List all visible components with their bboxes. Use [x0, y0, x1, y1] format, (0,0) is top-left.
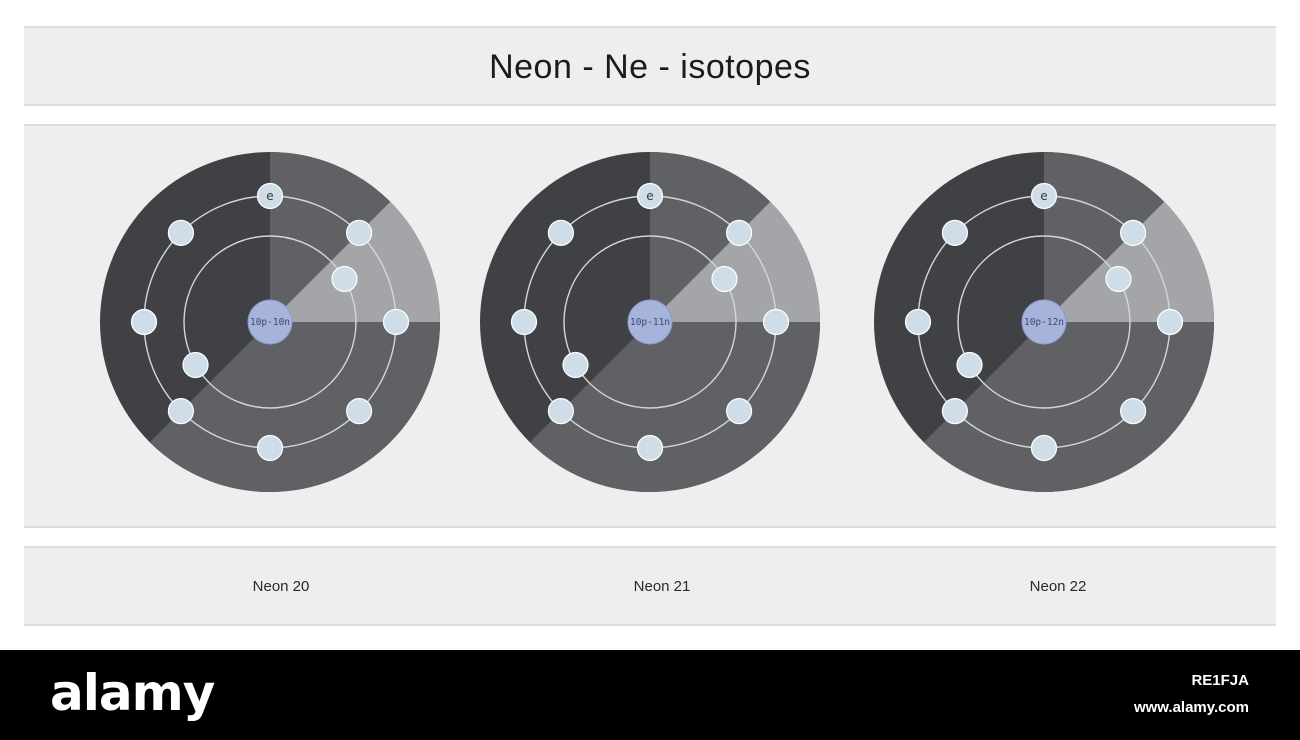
electron [345, 397, 373, 425]
electron [382, 308, 410, 336]
electron [256, 182, 284, 210]
stock-footer-bar: alamy RE1FJA www.alamy.com [0, 650, 1300, 740]
nucleus-label: 10p-11n [630, 317, 670, 328]
electron [345, 219, 373, 247]
nucleus-label: 10p-10n [250, 317, 290, 328]
electron [904, 308, 932, 336]
inner-orbit [183, 235, 357, 409]
shade-sector [650, 152, 771, 322]
electron-symbol: e [266, 189, 273, 203]
electron [941, 219, 969, 247]
electron [562, 351, 589, 379]
electron [956, 351, 983, 379]
nucleus [247, 299, 293, 345]
atom-diagram-neon-21: 10p-11n e [478, 150, 822, 494]
electron [725, 219, 753, 247]
electron [182, 351, 209, 379]
electron [711, 265, 738, 293]
inner-orbit [563, 235, 737, 409]
electron [1030, 434, 1058, 462]
light-sector [1044, 201, 1214, 322]
nucleus [627, 299, 673, 345]
electron [941, 397, 969, 425]
electron [1105, 265, 1132, 293]
atoms-panel: 10p-10n e 10p-11n e 10p-12n e [24, 124, 1276, 528]
labels-panel: Neon 20 Neon 21 Neon 22 [24, 546, 1276, 626]
shade-sector [270, 152, 391, 322]
isotope-label-neon-22: Neon 22 [1029, 578, 1087, 595]
atom-svg: 10p-12n e [874, 152, 1214, 493]
page-title: Neon - Ne - isotopes [489, 48, 811, 86]
electron [547, 219, 575, 247]
isotope-label-neon-21: Neon 21 [633, 578, 691, 595]
atom-diagram-neon-20: 10p-10n e [98, 150, 442, 494]
electron-symbol: e [646, 189, 653, 203]
atom-diagram-neon-22: 10p-12n e [872, 150, 1216, 494]
electron [547, 397, 575, 425]
shade-sector [923, 322, 1214, 493]
brand-logo: alamy [50, 664, 215, 722]
electron [510, 308, 538, 336]
electron [256, 434, 284, 462]
light-sector [270, 201, 440, 322]
nucleus [1021, 299, 1067, 345]
atom-svg: 10p-10n e [100, 152, 440, 493]
inner-orbit [957, 235, 1131, 409]
light-sector [650, 201, 820, 322]
nucleus-label: 10p-12n [1024, 317, 1064, 328]
site-url: www.alamy.com [1133, 699, 1249, 716]
electron [636, 182, 664, 210]
shade-sector [1044, 152, 1165, 322]
shade-sector [529, 322, 820, 493]
electron [331, 265, 358, 293]
electron [725, 397, 753, 425]
atom-svg: 10p-11n e [480, 152, 820, 493]
electron [1156, 308, 1184, 336]
shade-sector [149, 322, 440, 493]
isotope-label-neon-20: Neon 20 [252, 578, 310, 595]
title-panel: Neon - Ne - isotopes [24, 26, 1276, 106]
image-id: RE1FJA [1191, 672, 1249, 689]
electron [1119, 219, 1147, 247]
electron [636, 434, 664, 462]
electron [167, 397, 195, 425]
electron-symbol: e [1040, 189, 1047, 203]
electron [1119, 397, 1147, 425]
electron [762, 308, 790, 336]
electron [130, 308, 158, 336]
electron [1030, 182, 1058, 210]
electron [167, 219, 195, 247]
